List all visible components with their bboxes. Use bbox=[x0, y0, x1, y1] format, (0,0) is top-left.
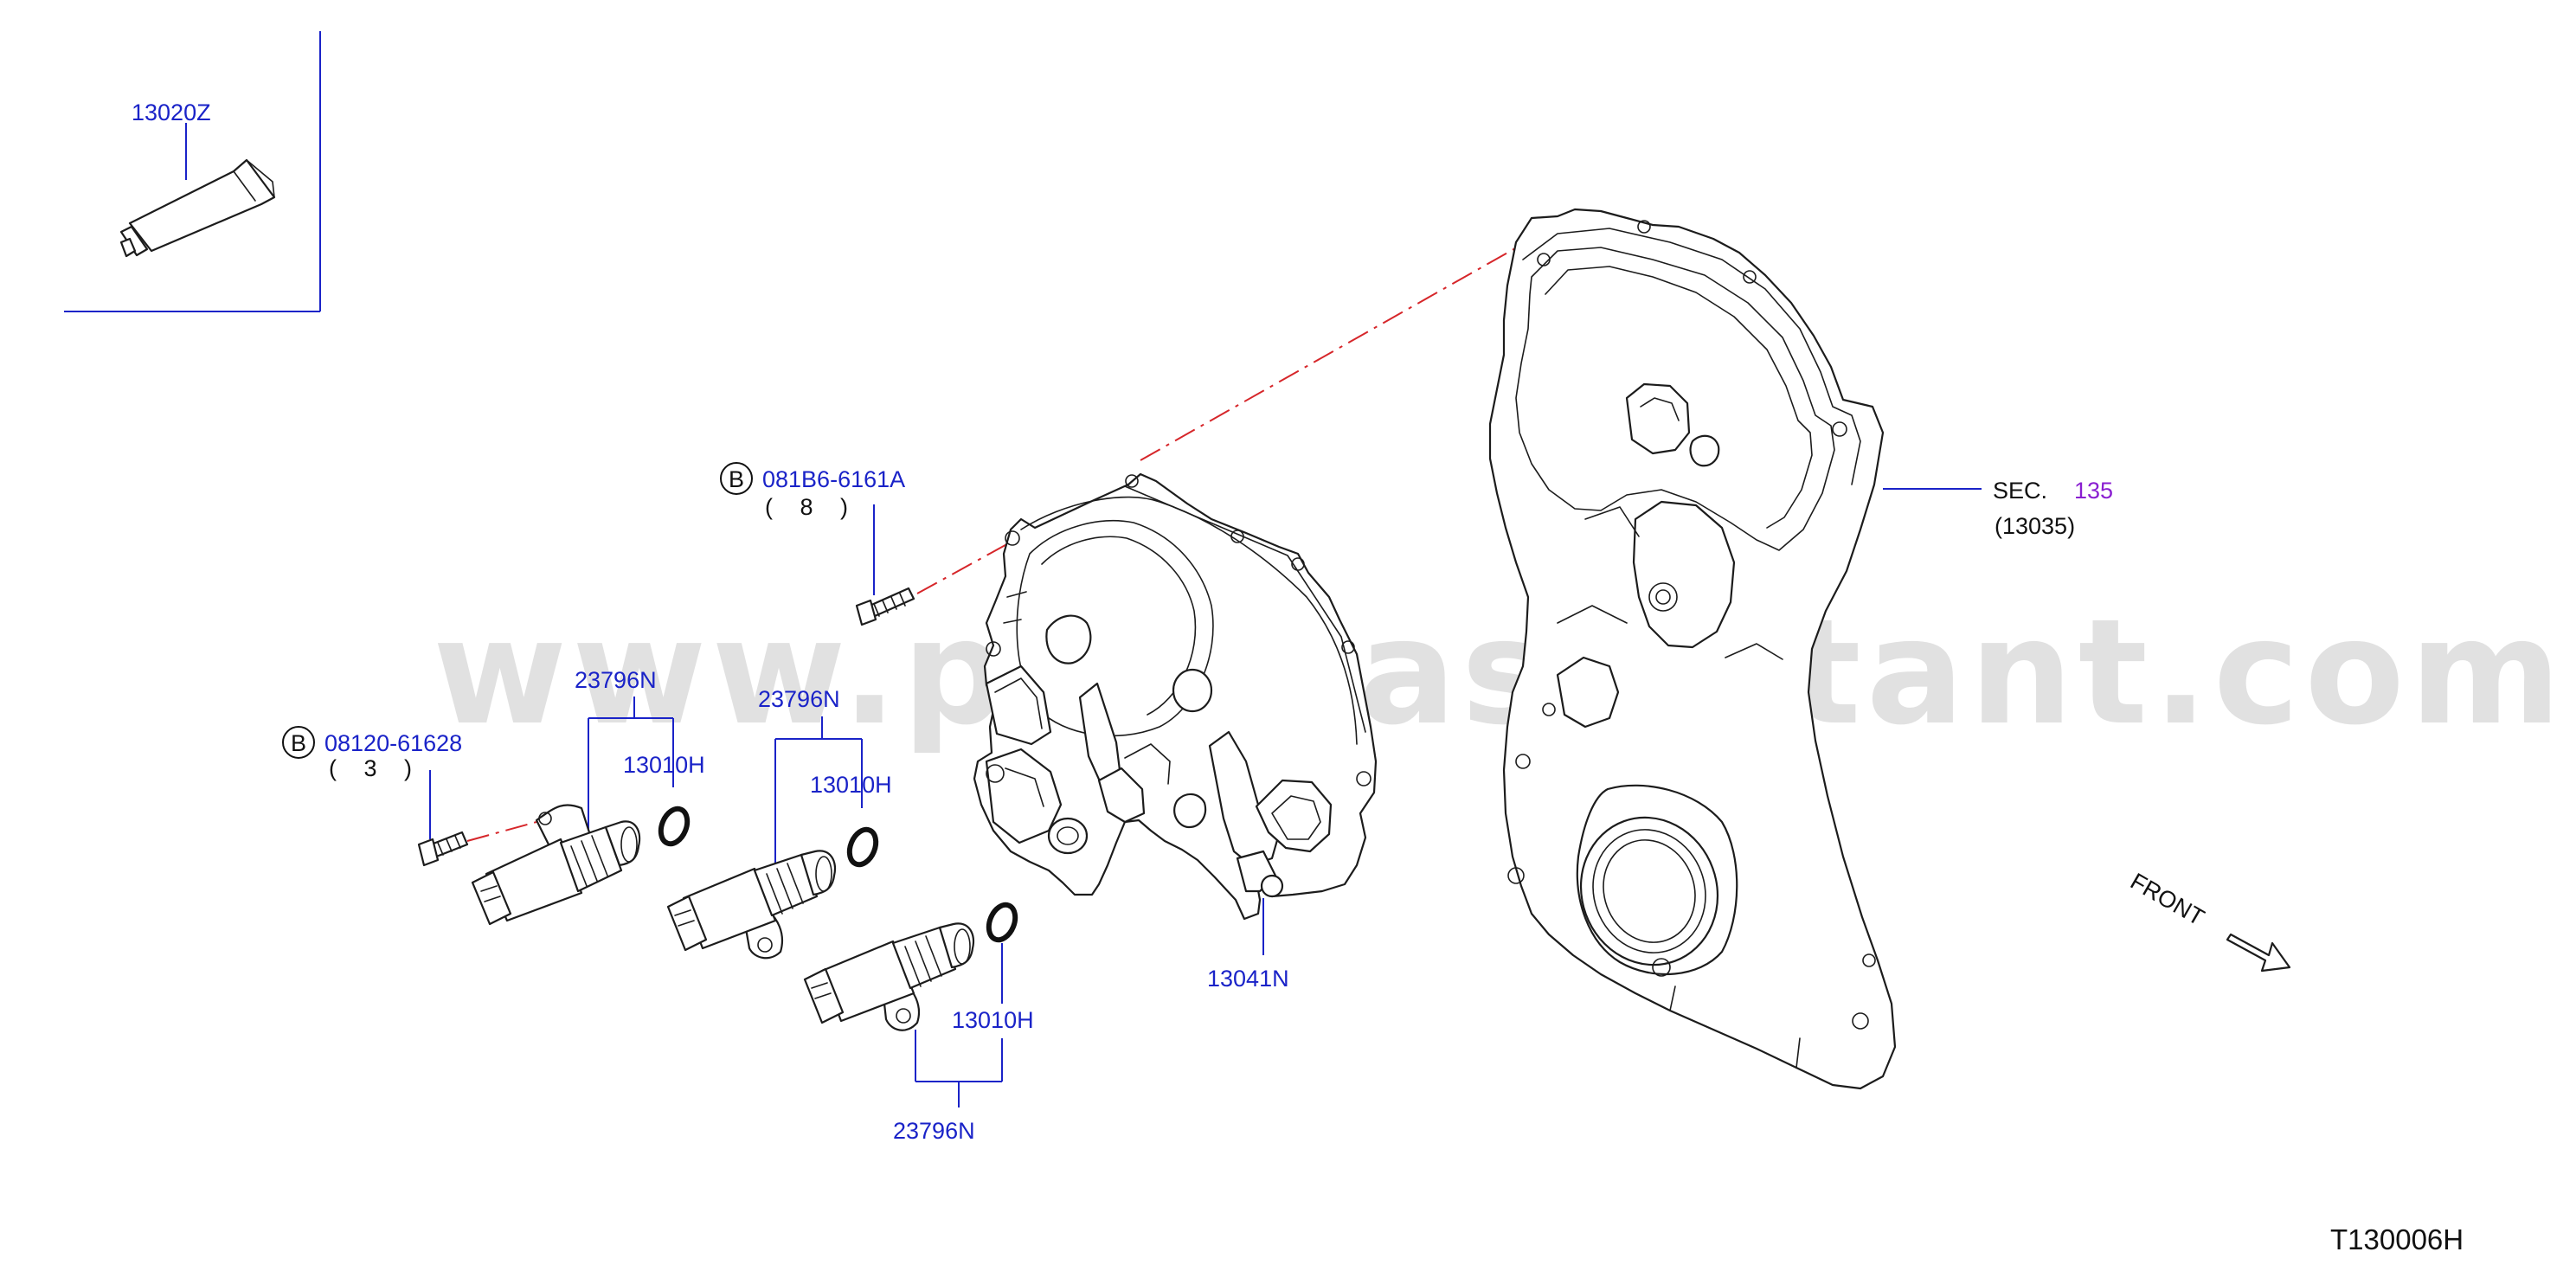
label-bolt-lower-qty: ( 3 ) bbox=[329, 755, 422, 781]
label-13010H-2[interactable]: 13010H bbox=[810, 772, 892, 798]
align-line-lower bbox=[466, 821, 537, 842]
bolt-lower-part[interactable] bbox=[417, 831, 469, 867]
label-23796N-3[interactable]: 23796N bbox=[893, 1118, 975, 1144]
watermark-text: www.partsassistant.com bbox=[433, 587, 2566, 757]
diagram-id: T130006H bbox=[2330, 1223, 2464, 1255]
bolt-upper-part[interactable] bbox=[855, 587, 915, 626]
solenoid-valve-1-part[interactable] bbox=[471, 804, 641, 926]
label-13010H-1[interactable]: 13010H bbox=[623, 752, 705, 778]
sealant-tube-part[interactable] bbox=[119, 123, 276, 258]
align-line-cover bbox=[1140, 243, 1524, 461]
label-sec-ref: (13035) bbox=[1995, 513, 2075, 539]
front-arrow-icon bbox=[2226, 933, 2291, 973]
label-13010H-3[interactable]: 13010H bbox=[952, 1007, 1034, 1033]
bolt-lower-callout: B bbox=[282, 726, 315, 759]
bolt-lower-b-marker: B bbox=[291, 730, 306, 756]
label-081B6-6161A[interactable]: 081B6-6161A bbox=[762, 466, 905, 492]
bolt-upper-callout: B bbox=[720, 462, 753, 495]
solenoid-valve-3-part[interactable] bbox=[803, 922, 975, 1031]
label-front: FRONT bbox=[2126, 868, 2209, 930]
label-sec-prefix: SEC. bbox=[1993, 478, 2047, 504]
o-ring-1[interactable] bbox=[656, 805, 692, 847]
label-13041N[interactable]: 13041N bbox=[1207, 966, 1289, 992]
inset-frame bbox=[64, 31, 321, 312]
front-cover-housing-part[interactable] bbox=[973, 472, 1378, 921]
label-08120-61628[interactable]: 08120-61628 bbox=[324, 730, 462, 756]
label-23796N-2[interactable]: 23796N bbox=[758, 686, 840, 712]
align-line-upper bbox=[916, 536, 1022, 594]
label-23796N-1[interactable]: 23796N bbox=[575, 667, 657, 693]
bolt-upper-b-marker: B bbox=[729, 466, 744, 492]
label-bolt-upper-qty: ( 8 ) bbox=[765, 494, 858, 520]
timing-chain-cover-part[interactable] bbox=[1488, 208, 1897, 1090]
valve-3-leader bbox=[915, 1030, 1003, 1107]
label-sec-number[interactable]: 135 bbox=[2074, 478, 2113, 504]
valve-1-leader bbox=[588, 697, 674, 829]
solenoid-valve-2-part[interactable] bbox=[666, 850, 837, 960]
label-13020Z[interactable]: 13020Z bbox=[132, 100, 211, 125]
valve-2-leader bbox=[774, 716, 863, 874]
o-ring-2[interactable] bbox=[845, 825, 881, 868]
o-ring-3[interactable] bbox=[984, 901, 1020, 943]
